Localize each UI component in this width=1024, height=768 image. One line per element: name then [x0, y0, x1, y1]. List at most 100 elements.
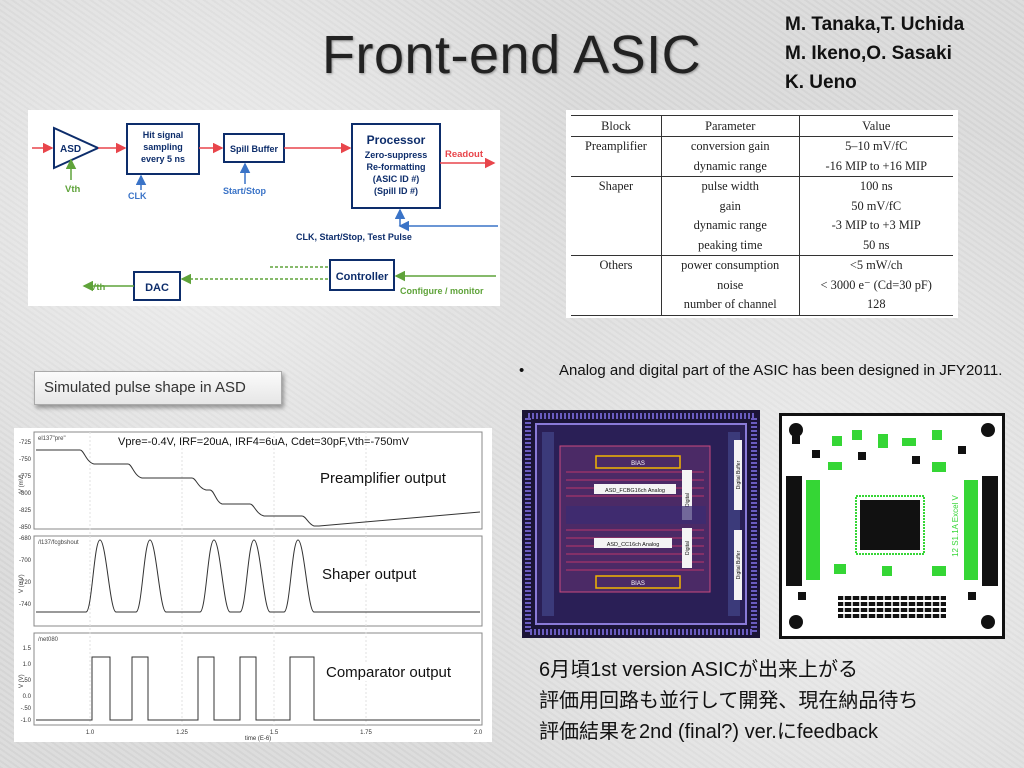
simulation-condition: Vpre=-0.4V, IRF=20uA, IRF4=6uA, Cdet=30p… [118, 436, 410, 448]
asd-amplifier-block [53, 126, 101, 170]
header-value: Value [799, 115, 953, 137]
y-tick: -680 [19, 536, 32, 542]
y-axis-label-mv: V (mV) [19, 474, 25, 493]
bullet-symbol: • [519, 362, 525, 379]
chip-label: BIAS [631, 461, 645, 467]
table-header-row: Block Parameter Value [571, 115, 953, 137]
configure-label: Configure / monitor [400, 286, 484, 296]
hit-sampling-line-2: sampling [143, 142, 183, 152]
y-tick: .50 [23, 678, 32, 684]
y-tick: -750 [19, 457, 32, 463]
value-cell: 50 ns [862, 237, 890, 252]
comparator-output-label: Comparator output [326, 664, 452, 681]
y-tick: -720 [19, 580, 32, 586]
y-tick: -725 [19, 440, 32, 446]
preamp-plot-tag: el137"pre" [38, 436, 66, 442]
dac-block [133, 271, 181, 301]
block-cell: Others [571, 255, 662, 276]
clk-label: CLK [128, 191, 147, 201]
value-cell: 5–10 mV/fC [845, 139, 908, 153]
y-tick: 0.0 [23, 694, 32, 700]
table-row: Shaper pulse width 100 ns [571, 176, 953, 197]
chip-label: BIAS [631, 581, 645, 587]
asic-parameter-table: Block Parameter Value Preamplifier conve… [566, 110, 958, 318]
header-block: Block [571, 115, 662, 137]
y-tick: -775 [19, 474, 32, 480]
processor-line-4: (Spill ID #) [374, 186, 418, 196]
preamp-output-label: Preamplifier output [320, 470, 446, 487]
control-bus-label: CLK, Start/Stop, Test Pulse [296, 232, 412, 242]
parameter-table: Block Parameter Value Preamplifier conve… [571, 115, 953, 316]
slide-title: Front-end ASIC [322, 25, 702, 85]
table-row: peaking time 50 ns [571, 235, 953, 256]
comparator-output-trace [36, 656, 480, 721]
parameter-cell: number of channel [661, 295, 800, 316]
table-row: gain 50 mV/fC [571, 196, 953, 216]
comparator-plot-tag: /net080 [38, 637, 59, 643]
table-row: Preamplifier conversion gain 5–10 mV/fC [571, 136, 953, 157]
shaper-output-trace [36, 539, 480, 613]
parameter-cell: conversion gain [661, 136, 800, 157]
chip-label: Digital [685, 493, 691, 507]
table-row: Others power consumption <5 mW/ch [571, 255, 953, 276]
evaluation-board-image: 12 S1.1A Excel V [779, 413, 1005, 639]
controller-block [329, 259, 395, 291]
value-cell: -16 MIP to +16 MIP [825, 158, 928, 173]
block-cell: Shaper [571, 176, 662, 197]
vth-bottom-label: Vth [90, 282, 106, 293]
chip-label: Digital Buffer [736, 550, 742, 579]
x-axis-label: time (E-6) [245, 736, 271, 742]
waveform-svg: el137"pre" /l137/fcgbshout /net080 Vpre=… [19, 431, 483, 742]
processor-line-2: Re-formatting [367, 162, 426, 172]
vth-top-label: Vth [65, 184, 81, 195]
author-line-3: K. Ueno [785, 72, 857, 93]
pcb-svg: 12 S1.1A Excel V [782, 416, 1002, 636]
parameter-cell: pulse width [661, 176, 800, 197]
spill-buffer-label: Spill Buffer [230, 144, 278, 154]
y-tick: -825 [19, 508, 32, 514]
chip-label: Digital Buffer [736, 460, 742, 489]
simulated-pulse-label: Simulated pulse shape in ASD [34, 371, 282, 405]
y-tick: -740 [19, 602, 32, 608]
value-cell: < 3000 e⁻ (Cd=30 pF) [820, 277, 932, 292]
shaper-output-label: Shaper output [322, 566, 417, 583]
pcb-silkscreen-text: 12 S1.1A Excel V [951, 494, 960, 556]
author-list: M. Tanaka,T. Uchida M. Ikeno,O. Sasaki K… [785, 10, 964, 97]
y-tick: -850 [19, 525, 32, 531]
asic-block-diagram: ASD Vth Hit signal sampling every 5 ns C… [28, 110, 500, 306]
processor-line-3: (ASIC ID #) [373, 174, 420, 184]
block-diagram-svg: ASD Vth Hit signal sampling every 5 ns C… [32, 123, 498, 301]
parameter-cell: dynamic range [661, 156, 800, 177]
note-line-2: 評価用回路も並行して開発、現在納品待ち [539, 690, 919, 712]
table-row: noise < 3000 e⁻ (Cd=30 pF) [571, 275, 953, 295]
note-line-1: 6月頃1st version ASICが出来上がる [539, 659, 858, 681]
note-line-3: 評価結果を2nd (final?) ver.にfeedback [539, 721, 879, 743]
chip-label: ASD_CC16ch Analog [607, 542, 660, 548]
x-tick: 1.25 [176, 730, 188, 736]
author-line-1: M. Tanaka,T. Uchida [785, 14, 965, 35]
table-row: dynamic range -3 MIP to +3 MIP [571, 216, 953, 236]
value-cell: <5 mW/ch [799, 255, 953, 276]
value-cell: 128 [799, 295, 953, 316]
chip-layout-svg: BIAS ASD_FCBG16ch Analog ASD_CC16ch Anal… [522, 410, 760, 638]
table-row: number of channel 128 [571, 295, 953, 316]
processor-line-1: Zero-suppress [365, 150, 428, 160]
start-stop-label: Start/Stop [223, 186, 267, 196]
dac-label: DAC [145, 282, 169, 294]
y-tick: -700 [19, 558, 32, 564]
value-cell: -3 MIP to +3 MIP [831, 218, 921, 232]
x-tick: 1.5 [270, 730, 279, 736]
controller-label: Controller [336, 271, 389, 283]
asd-label: ASD [60, 144, 81, 155]
status-notes: 6月頃1st version ASICが出来上がる 評価用回路も並行して開発、現… [539, 655, 918, 748]
author-line-2: M. Ikeno,O. Sasaki [785, 43, 952, 64]
asic-layout-image: BIAS ASD_FCBG16ch Analog ASD_CC16ch Anal… [522, 410, 760, 638]
parameter-cell: power consumption [661, 255, 800, 276]
x-tick: 1.75 [360, 730, 372, 736]
chip-label: ASD_FCBG16ch Analog [605, 488, 665, 494]
shaper-plot-tag: /l137/fcgbshout [38, 540, 79, 546]
x-tick: 2.0 [474, 730, 483, 736]
parameter-cell: noise [661, 275, 800, 295]
y-tick: 1.5 [23, 646, 32, 652]
hit-sampling-line-1: Hit signal [143, 130, 184, 140]
